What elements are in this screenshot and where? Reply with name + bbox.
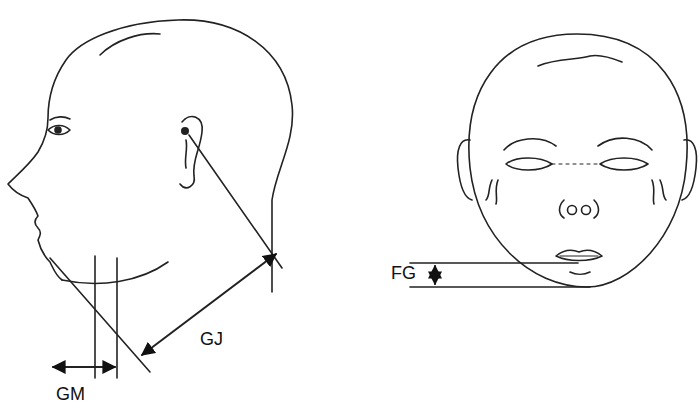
dimension-label: GJ <box>200 330 223 350</box>
dimension-label: GM <box>56 385 85 405</box>
dimension-label: FG <box>391 264 416 284</box>
